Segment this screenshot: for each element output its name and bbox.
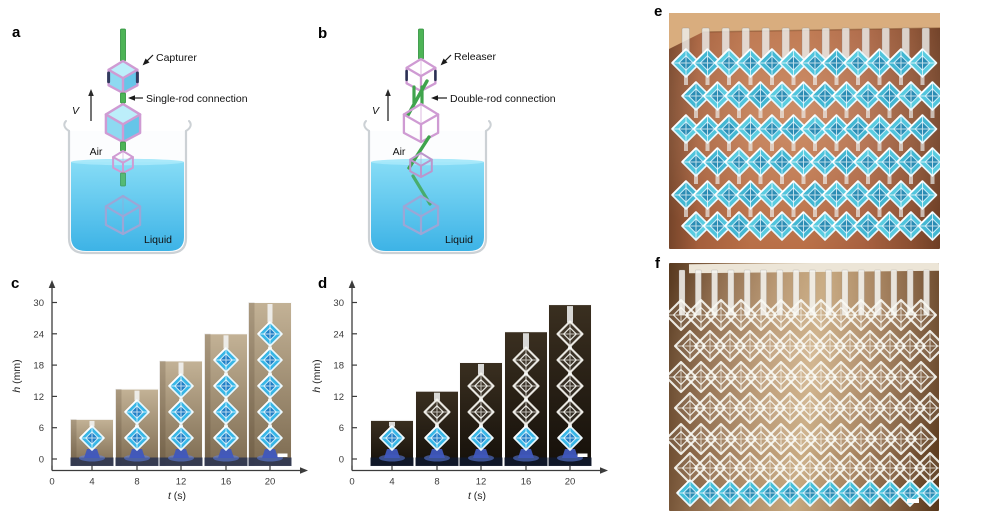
y-tick-label: 0: [39, 455, 44, 466]
single-rod-connection-label: Single-rod connection: [146, 93, 248, 105]
y-axis-label-c: h (mm): [11, 359, 23, 392]
liquid-label-a: Liquid: [144, 234, 172, 246]
photo-bar: [115, 388, 159, 467]
air-label-a: Air: [90, 146, 103, 158]
x-tick-label: 4: [389, 477, 394, 488]
x-tick-label: 0: [349, 477, 354, 488]
photo-bar: [70, 418, 114, 467]
y-tick-label: 30: [333, 298, 344, 309]
chart-c-shapes: 0 6 12 18 24 30 0 4 8 12 16 20: [33, 280, 308, 488]
x-tick-label: 16: [521, 477, 532, 488]
photo-bar: [159, 360, 203, 467]
photo-bar: [248, 301, 292, 467]
releaser-label: Releaser: [454, 51, 497, 63]
x-tick-label: 4: [89, 477, 94, 488]
y-tick-label: 12: [33, 392, 44, 403]
y-tick-label: 6: [39, 423, 44, 434]
panel-label-f: f: [655, 255, 660, 272]
photo-f-art: [669, 263, 939, 507]
chart-d-shapes: 0 6 12 18 24 30 0 4 8 12 16 20: [333, 280, 608, 488]
air-label-b: Air: [393, 146, 406, 158]
panel-label-d: d: [318, 275, 328, 292]
y-tick-label: 18: [33, 361, 44, 372]
capturer-label: Capturer: [156, 52, 197, 64]
x-tick-label: 12: [476, 477, 487, 488]
chart-release-height: 0 6 12 18 24 30 0 4 8 12 16 20 h (mm) t (s): [311, 280, 608, 502]
panel-label-a: a: [12, 24, 21, 41]
x-axis-label-d: t (s): [468, 490, 486, 502]
diagram-a-shapes: [63, 28, 192, 255]
photo-released-lattice: [669, 263, 939, 511]
chart-capture-height: 0 6 12 18 24 30 0 4 8 12 16 20 h (mm) t (s): [11, 280, 308, 502]
panel-label-c: c: [11, 275, 20, 292]
photo-captured-lattice: [669, 13, 940, 249]
x-tick-label: 20: [565, 477, 576, 488]
velocity-label-b: V: [372, 105, 380, 117]
double-rod-connection-label: Double-rod connection: [450, 93, 556, 105]
x-tick-label: 8: [434, 477, 439, 488]
y-tick-label: 18: [333, 361, 344, 372]
panel-label-b: b: [318, 25, 328, 42]
y-tick-label: 24: [33, 329, 44, 340]
y-tick-label: 0: [339, 455, 344, 466]
photo-bar: [459, 361, 503, 467]
x-tick-label: 0: [49, 477, 54, 488]
liquid-label-b: Liquid: [445, 234, 473, 246]
photo-bar: [415, 390, 459, 467]
diagram-capturer: Capturer Single-rod connection V Air Liq…: [63, 28, 248, 255]
diagram-b-shapes: [363, 28, 492, 255]
velocity-label-a: V: [72, 105, 80, 117]
y-axis-label-d: h (mm): [311, 359, 323, 392]
x-tick-label: 16: [221, 477, 232, 488]
photo-e-art: [669, 13, 940, 241]
y-tick-label: 30: [33, 298, 44, 309]
y-tick-label: 24: [333, 329, 344, 340]
photo-bar: [548, 304, 592, 467]
panel-label-e: e: [654, 3, 663, 20]
diagram-releaser: Releaser Double-rod connection V Air Liq…: [363, 28, 556, 255]
photo-bar: [370, 419, 414, 467]
photo-bar: [504, 331, 548, 467]
x-tick-label: 8: [134, 477, 139, 488]
x-tick-label: 12: [176, 477, 187, 488]
y-tick-label: 12: [333, 392, 344, 403]
x-tick-label: 20: [265, 477, 276, 488]
photo-bar: [204, 333, 248, 467]
x-axis-label-c: t (s): [168, 490, 186, 502]
y-tick-label: 6: [339, 423, 344, 434]
